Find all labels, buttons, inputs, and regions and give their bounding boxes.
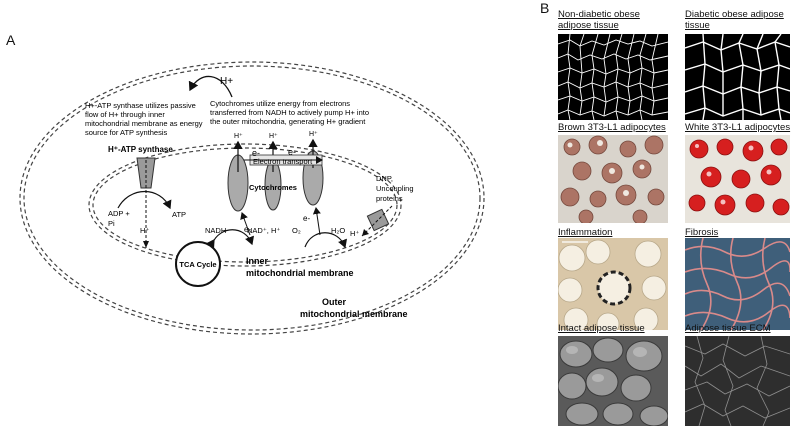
- h-plus-label-3: H⁺: [309, 131, 318, 138]
- dnp-line: Uncoupling: [376, 184, 414, 193]
- inner-membrane-label: Inner mitochondrial membrane: [246, 256, 354, 278]
- panel-b-letter: B: [540, 0, 550, 16]
- atp-synthase-label: H⁺-ATP synthase: [108, 145, 173, 154]
- caption-ecm: Adipose tissue ECM: [685, 323, 771, 334]
- caption-line: Inflammation: [558, 227, 613, 238]
- fibrosis-image: [685, 238, 790, 330]
- outer-mitochondrial-membrane: [19, 61, 485, 335]
- cytochrome-description: Cytochromes utilize energy from electron…: [210, 99, 371, 126]
- uncoupling-protein-shape: [361, 205, 393, 237]
- atp-synthase-description-line: mitochondrial membrane as energy: [85, 119, 203, 128]
- e-minus-label-3: e-: [244, 225, 251, 234]
- diabetic-obese-adipose-tissue-image: [685, 34, 790, 120]
- outer-membrane-label: Outer mitochondrial membrane: [300, 297, 408, 319]
- adp-pi-line: ADP +: [108, 209, 130, 218]
- adipose-tissue-ecm-image: [685, 336, 790, 426]
- cytochrome-description-line: Cytochromes utilize energy from electron…: [210, 99, 350, 108]
- mitochondria-diagram: H+ H+-ATP synthase utilizes passive flow…: [19, 61, 485, 335]
- intact-adipose-tissue-image: [558, 336, 668, 426]
- atp-synthase-shape: [117, 157, 172, 250]
- o2-label: O₂: [292, 226, 301, 235]
- atp-label: ATP: [172, 210, 186, 219]
- caption-line: Brown 3T3-L1 adipocytes: [558, 122, 666, 133]
- caption-line: White 3T3-L1 adipocytes: [685, 122, 791, 133]
- h-plus-atp-label: H⁺: [140, 226, 149, 235]
- dnp-line: proteins: [376, 194, 403, 203]
- adp-pi-line: Pi: [108, 219, 115, 228]
- atp-synthase-description-line: source for ATP synthesis: [85, 128, 168, 137]
- inner-mitochondrial-membrane: [88, 143, 402, 267]
- atp-synthase-description-line: H+-ATP synthase utilizes passive: [85, 101, 196, 110]
- electron-transport-label: Electron transport: [253, 157, 313, 166]
- brown-adipocytes-image: [558, 135, 668, 223]
- caption-white-adipocytes: White 3T3-L1 adipocytes: [685, 122, 790, 133]
- caption-line: Adipose tissue ECM: [685, 323, 771, 334]
- panel-a-letter: A: [6, 32, 16, 48]
- dnp-line: DNP,: [376, 174, 393, 183]
- inner-membrane-line: Inner: [246, 256, 269, 266]
- oxygen-reduction-arrow: [304, 232, 348, 249]
- cytochromes-label: Cytochromes: [249, 183, 297, 192]
- caption-inflammation: Inflammation: [558, 227, 612, 238]
- caption-brown-adipocytes: Brown 3T3-L1 adipocytes: [558, 122, 666, 133]
- tca-cycle-label: TCA Cycle: [179, 260, 216, 269]
- atp-synthase-description: H+-ATP synthase utilizes passive flow of…: [85, 101, 205, 137]
- nad-plus-label: NAD⁺, H⁺: [247, 226, 280, 235]
- outer-membrane-line: mitochondrial membrane: [300, 309, 408, 319]
- cytochrome-complexes: [227, 138, 324, 236]
- non-diabetic-obese-adipose-tissue-image: [558, 34, 668, 120]
- caption-fibrosis: Fibrosis: [685, 227, 718, 238]
- caption-intact-adipose: Intact adipose tissue: [558, 323, 645, 334]
- caption-line: Intact adipose tissue: [558, 323, 645, 334]
- e-minus-label-2: e-: [288, 147, 296, 157]
- nadh-label: NADH: [205, 226, 226, 235]
- h-plus-label-1: H⁺: [234, 133, 243, 140]
- cytochrome-description-line: the outer mitochondria, generating H+ gr…: [210, 117, 366, 126]
- outer-membrane-line: Outer: [322, 297, 347, 307]
- caption-line: tissue: [685, 20, 710, 31]
- cytochrome-description-line: transferred from NADH to actively pump H…: [210, 108, 369, 117]
- h-plus-dnp-label: H⁺: [350, 229, 359, 238]
- inner-membrane-line: mitochondrial membrane: [246, 268, 354, 278]
- nadh-oxidation-arrow: [211, 229, 255, 246]
- e-minus-label-1: e-: [252, 148, 260, 158]
- panel-a: A: [6, 32, 485, 335]
- caption-diabetic: Diabetic obese adipose tissue: [685, 9, 784, 31]
- h-plus-top-label: H+: [220, 76, 233, 87]
- caption-line: Non-diabetic obese: [558, 9, 640, 20]
- white-adipocytes-image: [685, 135, 790, 223]
- caption-non-diabetic: Non-diabetic obese adipose tissue: [558, 9, 640, 31]
- tca-cycle-circle: [175, 241, 221, 287]
- h2o-label: H₂O: [331, 226, 345, 235]
- inflammation-image: [558, 238, 668, 330]
- h-plus-label-2: H⁺: [269, 133, 278, 140]
- e-minus-label-4: e-: [303, 214, 310, 223]
- caption-line: Diabetic obese adipose: [685, 9, 784, 20]
- atp-synthase-description-line: flow of H+ through inner: [85, 110, 165, 119]
- adp-pi-label: ADP + Pi: [108, 209, 132, 228]
- caption-line: Fibrosis: [685, 227, 719, 238]
- dnp-label: DNP, Uncoupling proteins: [376, 174, 416, 203]
- caption-line: adipose tissue: [558, 20, 619, 31]
- h-plus-return-arrow: [188, 75, 233, 98]
- panel-b: B Non-diabetic obese adipose tissue Diab…: [540, 0, 800, 428]
